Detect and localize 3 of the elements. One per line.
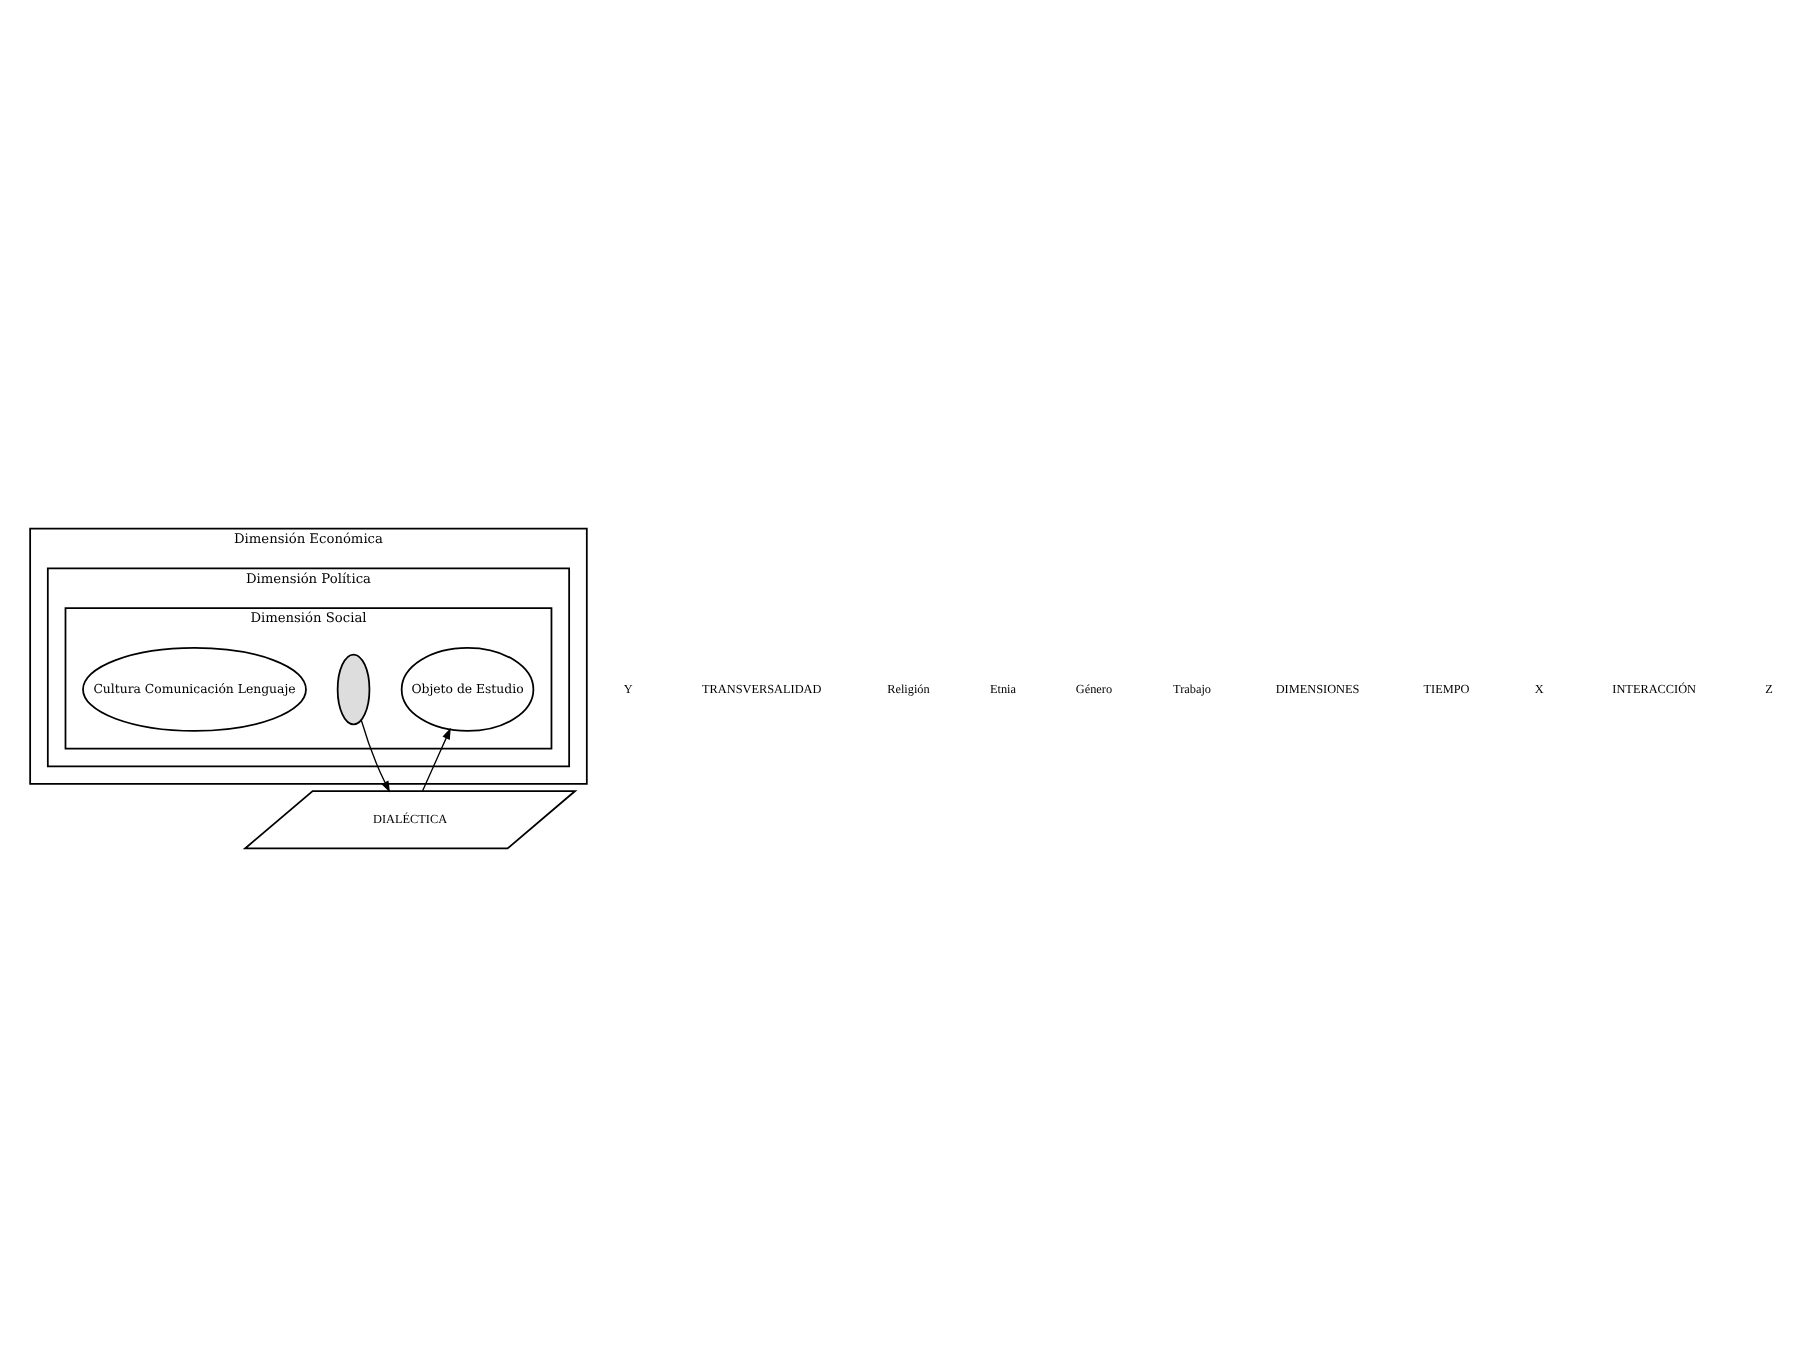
node-lens bbox=[336, 653, 371, 726]
arrow bbox=[360, 719, 391, 793]
arrow bbox=[421, 727, 451, 792]
